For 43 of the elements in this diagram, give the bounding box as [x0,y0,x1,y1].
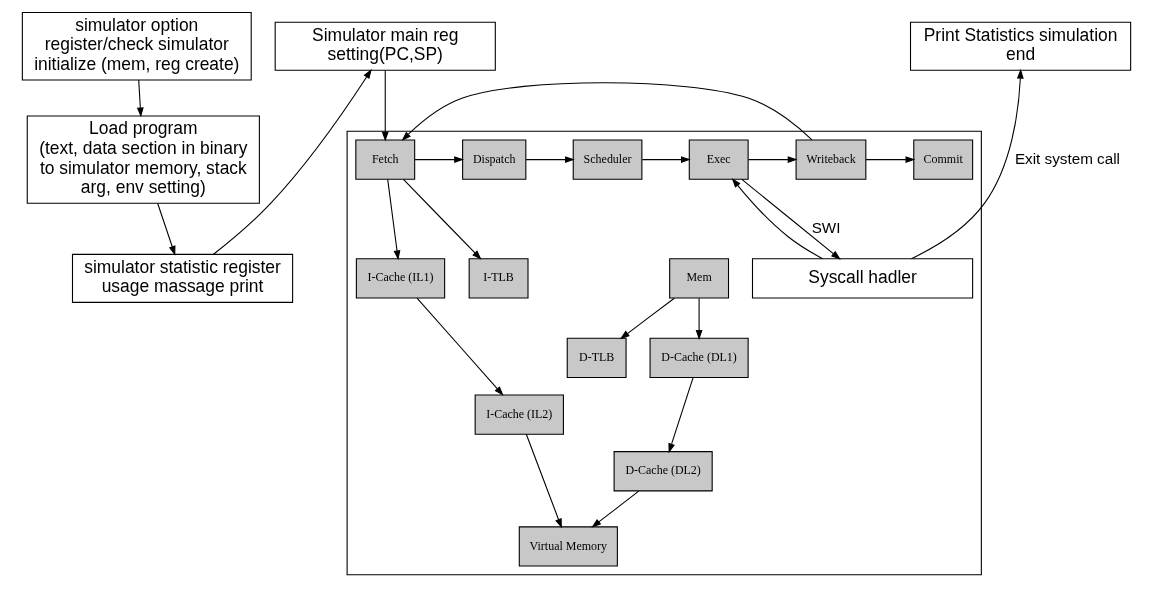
node-box: Virtual Memory [518,526,618,567]
arrow [591,490,640,528]
node-box: I-TLB [468,258,529,299]
arrow [619,297,675,340]
arrow [401,82,813,141]
arrow [402,178,482,260]
node-box: Print Statistics simulation end [909,21,1132,71]
arrow [381,69,389,142]
node-box: D-Cache (DL1) [649,337,749,379]
arrow [731,177,824,260]
edge-label: Exit system call [1014,149,1120,167]
arrow [387,178,401,261]
arrow [748,156,798,164]
node-box: D-Cache (DL2) [613,451,713,492]
arrow [668,377,694,454]
node-box: Dispatch [462,139,527,180]
arrow [213,68,372,255]
node-box: Load program (text, data section in binary to simulator memory, stack arg, env setting) [26,115,260,204]
node-box: Mem [669,258,730,299]
node-box: Simulator main reg setting(PC,SP) [274,21,496,71]
arrow [414,156,465,164]
arrow [525,156,575,164]
arrow [641,156,691,164]
arrow [865,156,916,164]
arrow [741,178,841,260]
arrow [695,297,703,340]
node-box: D-TLB [566,337,627,379]
arrow [416,297,504,396]
node-box: Writeback [795,139,867,180]
node-box: Syscall hadler [751,258,974,299]
arrow [157,202,176,256]
node-box: Commit [913,139,974,180]
node-box: simulator option register/check simulator initialize (mem, reg create) [21,11,252,81]
node-box: Exec [688,139,749,180]
node-box: Fetch [355,139,416,180]
edge-label: SWI [811,218,841,236]
arrow [525,433,562,529]
node-box: simulator statistic register usage massage print [71,253,294,303]
arrow [910,68,1024,260]
node-box: Scheduler [572,139,643,180]
node-box: I-Cache (IL2) [474,394,564,435]
node-box: I-Cache (IL1) [355,258,446,299]
arrow [136,79,144,118]
